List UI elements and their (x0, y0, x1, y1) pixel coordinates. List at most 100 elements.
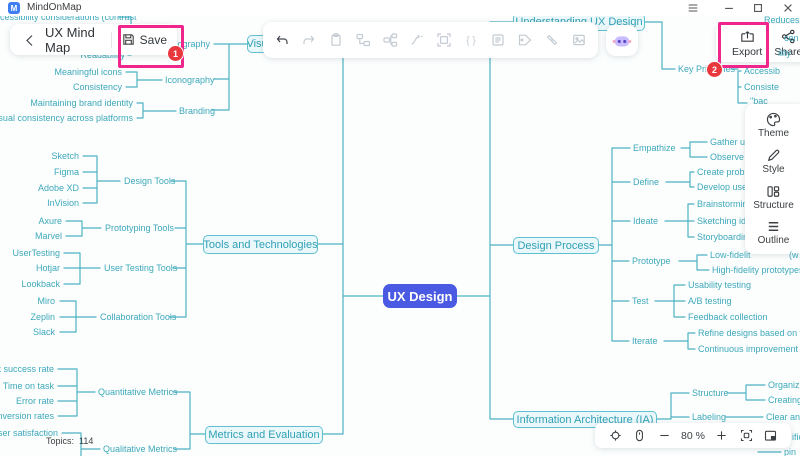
mindmap-label[interactable]: Labeling (692, 412, 727, 422)
mindmap-label[interactable]: Maintaining brand identity (30, 98, 133, 108)
save-button[interactable]: Save (121, 32, 167, 47)
mindmap-label[interactable]: Organizin (768, 380, 800, 390)
structure-button[interactable]: Structure (753, 183, 794, 219)
theme-button[interactable]: Theme (758, 111, 789, 147)
braces-icon[interactable]: { } (463, 32, 479, 48)
mindmap-label[interactable]: Ideate (633, 216, 659, 226)
map-title[interactable]: UX Mind Map (45, 24, 95, 55)
mindmap-label[interactable]: Design Tools (124, 176, 176, 186)
mindmap-label[interactable]: Brainstorming (697, 199, 753, 209)
ai-assistant-button[interactable] (606, 25, 638, 56)
mindmap-label[interactable]: Feedback collection (688, 312, 768, 322)
mindmap-topic-node[interactable]: Tools and Technologies (203, 235, 318, 254)
share-button[interactable]: Share (774, 28, 800, 58)
mindmap-label[interactable]: Create proble (697, 167, 752, 177)
mindmap-label[interactable]: Usability testing (688, 280, 752, 290)
mindmap-label[interactable]: Readability (80, 50, 125, 60)
mindmap-label[interactable]: Define (633, 177, 660, 187)
mindmap-root-node[interactable]: UX Design (383, 284, 457, 308)
back-chevron-icon[interactable] (22, 32, 38, 48)
tag-icon[interactable] (517, 32, 533, 48)
mindmap-label[interactable]: Meaningful icons (54, 67, 122, 77)
zoom-in-button[interactable] (714, 428, 729, 443)
mindmap-label[interactable]: Task success rate (0, 364, 54, 374)
drag-mode-mouse-icon[interactable] (632, 428, 647, 443)
mindmap-label[interactable]: Slack (32, 327, 55, 337)
close-icon[interactable] (781, 2, 794, 14)
mindmap-label[interactable]: Structure (692, 388, 729, 398)
zoom-out-button[interactable] (657, 428, 672, 443)
zoom-level[interactable]: 80 % (681, 429, 705, 442)
mindmap-label[interactable]: User Testing Tools (104, 263, 178, 273)
mindmap-label[interactable]: Hotjar (35, 263, 60, 273)
mindmap-label[interactable]: Continuous improvement (698, 344, 799, 354)
mindmap-label[interactable]: Test (632, 296, 649, 306)
mindmap-label[interactable]: cen (784, 33, 799, 43)
mindmap-label[interactable]: Marvel (34, 231, 62, 241)
mindmap-label[interactable]: Sketching ide (697, 216, 752, 226)
menu-icon[interactable] (686, 2, 699, 14)
mindmap-label[interactable]: Gather us (710, 137, 750, 147)
mindmap-label[interactable]: Figma (53, 167, 79, 177)
mindmap-label[interactable]: Collaboration Tools (100, 312, 177, 322)
mindmap-label[interactable]: Consiste (744, 82, 780, 92)
mindmap-label[interactable]: Empathize (633, 143, 676, 153)
mindmap-label[interactable]: ility (778, 48, 791, 58)
mindmap-label[interactable]: Creating (768, 395, 800, 405)
mindmap-label[interactable]: High-fidelity prototypes (i (712, 265, 800, 275)
mindmap-label[interactable]: Consistency (72, 82, 122, 92)
image-icon[interactable] (571, 32, 587, 48)
mindmap-label[interactable]: Zeplin (30, 312, 55, 322)
mindmap-label[interactable]: Branding (179, 106, 216, 116)
mindmap-topic-node[interactable]: Design Process (513, 237, 599, 254)
add-sibling-node-icon[interactable] (355, 32, 371, 48)
mindmap-label[interactable]: Axure (38, 216, 62, 226)
frame-icon[interactable] (436, 32, 452, 48)
mindmap-label[interactable]: Visual consistency across platforms (0, 113, 133, 123)
mindmap-label[interactable]: User satisfaction (0, 428, 58, 438)
mindmap-label[interactable]: InVision (47, 198, 79, 208)
mindmap-label[interactable]: Lookback (21, 279, 60, 289)
mindmap-label[interactable]: Iterate (632, 336, 658, 346)
mindmap-label[interactable]: ific (792, 432, 800, 442)
mindmap-label[interactable]: Adobe XD (37, 183, 79, 193)
mindmap-label[interactable]: Storyboarding (697, 232, 754, 242)
undo-icon[interactable] (274, 32, 290, 48)
mindmap-label[interactable]: Refine designs based on feed (698, 328, 800, 338)
mindmap-label[interactable]: Develop user (697, 182, 751, 192)
link-icon[interactable] (544, 32, 560, 48)
mindmap-label[interactable]: cessibility considerations (contrast (0, 12, 137, 22)
mindmap-label[interactable]: A/B testing (688, 296, 732, 306)
format-painter-icon[interactable] (328, 32, 344, 48)
mindmap-label[interactable]: Clear and (766, 412, 800, 422)
mindmap-label[interactable]: Iconography (165, 75, 215, 85)
outline-button[interactable]: Outline (758, 218, 789, 254)
mindmap-label[interactable]: Time on task (2, 381, 54, 391)
mindmap-label[interactable]: Sketch (51, 151, 79, 161)
minimize-icon[interactable] (722, 2, 735, 14)
mindmap-label[interactable]: Accessib (744, 66, 781, 76)
mindmap-label[interactable]: Prototyping Tools (105, 223, 174, 233)
mindmap-label[interactable]: Low-fidelit (710, 250, 751, 260)
mindmap-label[interactable]: Quantitative Metrics (98, 387, 178, 397)
style-button[interactable]: Style (762, 147, 785, 183)
maximize-icon[interactable] (751, 2, 764, 14)
mindmap-label[interactable]: (w (789, 250, 799, 260)
mindmap-label[interactable]: "bac (750, 96, 768, 106)
relation-line-icon[interactable] (409, 32, 425, 48)
redo-icon[interactable] (301, 32, 317, 48)
mindmap-label[interactable]: Conversion rates (0, 411, 54, 421)
mindmap-label[interactable]: pin (784, 447, 797, 456)
minimap-icon[interactable] (763, 428, 778, 443)
add-child-node-icon[interactable] (382, 32, 398, 48)
mindmap-label[interactable]: UserTesting (12, 248, 60, 258)
mindmap-label[interactable]: Prototype (632, 256, 671, 266)
mindmap-label[interactable]: Typography (162, 39, 210, 49)
mindmap-label[interactable]: Error rate (15, 396, 54, 406)
export-button[interactable]: Export (732, 28, 762, 58)
fit-screen-icon[interactable] (739, 428, 754, 443)
mindmap-label[interactable]: Qualitative Metrics (103, 444, 178, 454)
mindmap-topic-node[interactable]: Metrics and Evaluation (205, 426, 323, 444)
locate-center-icon[interactable] (608, 428, 623, 443)
mindmap-label[interactable]: Miro (37, 296, 56, 306)
